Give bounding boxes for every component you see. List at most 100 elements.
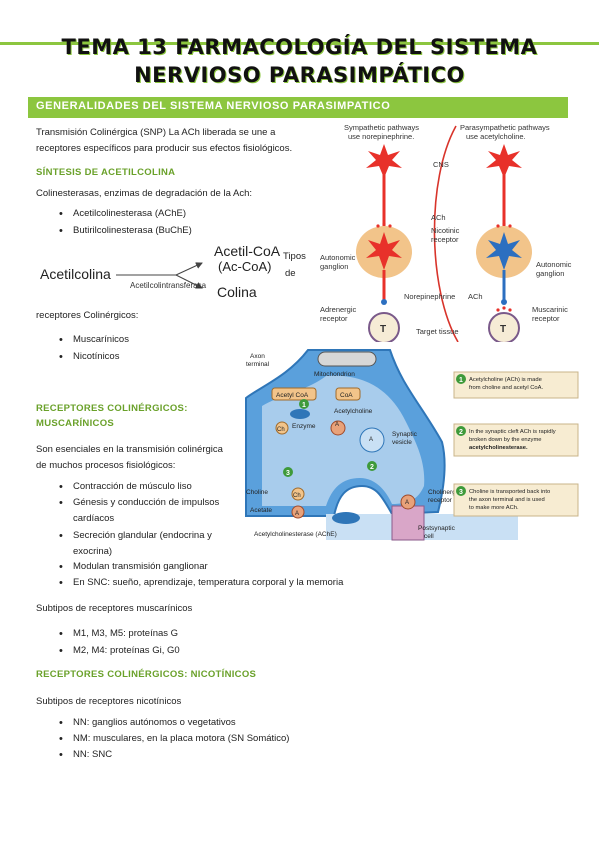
enzyme-shape — [290, 409, 310, 419]
label-ache: Acetylcholinesterase (AChE) — [254, 531, 337, 538]
label-coa: CoA — [340, 392, 353, 399]
reaction-arrow-down — [175, 274, 203, 289]
choline-reuptake — [291, 487, 305, 501]
step3-line3: to make more ACh. — [469, 505, 519, 511]
page-title-line2: NERVIOSO PARASIMPÁTICO — [134, 63, 465, 87]
list-item: M1, M3, M5: proteínas G — [59, 627, 178, 641]
ach-molecule — [330, 420, 346, 436]
label-acetate: Acetate — [250, 507, 272, 514]
autonomic-pathways-figure: Sympathetic pathways use norepinephrine.… — [318, 120, 580, 342]
step2-line2: broken down by the enzyme — [469, 437, 542, 443]
ach-dots — [376, 222, 512, 312]
fig1-right-heading2: use acetylcholine. — [466, 132, 526, 141]
label-nicotinic2: receptor — [431, 235, 459, 244]
target-t-left: T — [380, 324, 386, 335]
label-terminal: terminal — [246, 361, 270, 368]
label-auto-right2: ganglion — [536, 269, 564, 278]
subtipos-nic-text: Subtipos de receptores nicotínicos — [36, 696, 182, 707]
subtipos-musc-text: Subtipos de receptores muscarínicos — [36, 603, 193, 614]
reaction-substrate: Acetilcolina — [40, 266, 111, 282]
receptores-text: receptores Colinérgicos: — [36, 310, 139, 321]
label-ch-1: Ch — [277, 427, 285, 433]
list-item: En SNC: sueño, aprendizaje, temperatura … — [59, 576, 343, 590]
label-choline: Choline — [246, 489, 268, 496]
list-item-continuation: exocrina) — [73, 546, 113, 557]
pathway-divider-nerve — [433, 125, 459, 342]
list-item: M2, M4: proteínas Gi, G0 — [59, 644, 180, 658]
label-adrenergic1: Adrenergic — [320, 305, 357, 314]
varicosity-right — [501, 299, 507, 305]
step3-line2: the axon terminal and is used — [469, 497, 545, 503]
marker-2-text: 2 — [370, 464, 374, 471]
ache-enzyme — [332, 512, 360, 524]
intro-line1: Transmisión Colinérgica (SNP) La ACh lib… — [36, 127, 276, 138]
ach-bound — [400, 494, 416, 510]
reaction-enzyme: Acetilcolintransferasa — [130, 281, 207, 290]
muscarinicos-heading2: MUSCARÍNICOS — [36, 418, 115, 429]
label-a-1: A — [335, 422, 339, 428]
section-banner: GENERALIDADES DEL SISTEMA NERVIOSO PARAS… — [28, 97, 568, 118]
banner-text: GENERALIDADES DEL SISTEMA NERVIOSO PARAS… — [36, 100, 391, 112]
cholinergic-synapse-figure: Mitochondrion Axon terminal Acetyl CoA C… — [245, 349, 579, 541]
list-item: Secreción glandular (endocrina y — [59, 529, 212, 543]
target-cell-right — [488, 312, 520, 342]
label-ach: ACh — [431, 213, 446, 222]
label-receptor: receptor — [428, 497, 453, 504]
step3-line1: Choline is transported back into — [469, 489, 550, 495]
step1-box — [453, 371, 579, 399]
label-cholinergic: Cholinergic — [428, 489, 461, 496]
label-auto-right1: Autonomic — [536, 260, 572, 269]
reaction-product1b: (Ac-CoA) — [218, 259, 271, 274]
acetyl-coa-box — [271, 387, 317, 401]
marker-2 — [367, 461, 377, 471]
list-item: Nicotínicos — [59, 350, 120, 364]
list-item: NN: SNC — [59, 748, 112, 762]
label-cell: cell — [424, 533, 434, 540]
label-a-2: A — [369, 437, 373, 443]
label-a-4: A — [405, 500, 409, 506]
coa-box — [335, 387, 361, 401]
label-norepinephrine: Norepinephrine — [404, 292, 455, 301]
list-item-continuation: cardíacos — [73, 513, 115, 524]
marker-3-text: 3 — [286, 470, 290, 477]
muscarinicos-text2: de muchos procesos fisiológicos: — [36, 460, 176, 471]
sintesis-text: Colinesterasas, enzimas de degradación d… — [36, 188, 252, 199]
label-ach2: ACh — [468, 292, 483, 301]
nicotinicos-heading: RECEPTORES COLINÉRGICOS: NICOTÍNICOS — [36, 669, 257, 680]
step1-line2: from choline and acetyl CoA. — [469, 385, 543, 391]
fig1-left-heading1: Sympathetic pathways — [344, 123, 419, 132]
intro-line2: receptores específicos para producir sus… — [36, 143, 293, 154]
varicosity-left — [381, 299, 387, 305]
label-muscarinic1: Muscarinic — [532, 305, 568, 314]
de-word: de — [285, 268, 296, 279]
label-ch-2: Ch — [293, 493, 301, 499]
list-item: Butirilcolinesterasa (BuChE) — [59, 224, 192, 238]
step2-number: 2 — [459, 429, 463, 436]
step3-box — [453, 483, 579, 517]
step2-line1: In the synaptic cleft ACh is rapidly — [469, 429, 556, 435]
fig1-right-heading1: Parasympathetic pathways — [460, 123, 550, 132]
label-mitochondrion: Mitochondrion — [314, 371, 355, 378]
label-synaptic: Synaptic — [392, 431, 418, 438]
cholinergic-receptor-shape — [391, 505, 425, 541]
marker-1-text: 1 — [302, 402, 306, 409]
list-item: NM: musculares, en la placa motora (SN S… — [59, 732, 289, 746]
list-item: Contracción de músculo liso — [59, 480, 192, 494]
step1-line1: Acetylcholine (ACh) is made — [469, 377, 542, 383]
acetate-molecule — [291, 505, 305, 519]
ganglion-neuron-right — [486, 232, 522, 270]
list-item: Génesis y conducción de impulsos — [59, 496, 219, 510]
reaction-arrow-up — [175, 262, 203, 276]
label-target-tissue: Target tissue — [416, 327, 459, 336]
title-rule — [0, 42, 599, 45]
label-adrenergic2: receptor — [320, 314, 348, 323]
list-item: NN: ganglios autónomos o vegetativos — [59, 716, 236, 730]
target-cell-left — [368, 312, 400, 342]
step2-line3: acetylcholinesterase. — [469, 445, 528, 451]
acetylcholine-reaction-diagram: Acetilcolina Acetilcolintransferasa Acet… — [40, 243, 306, 300]
target-t-right: T — [500, 324, 506, 335]
ganglion-neuron-left — [366, 232, 402, 270]
label-postsynaptic: Postsynaptic — [418, 525, 456, 532]
step2-box — [453, 423, 579, 457]
label-enzyme: Enzyme — [292, 423, 316, 430]
